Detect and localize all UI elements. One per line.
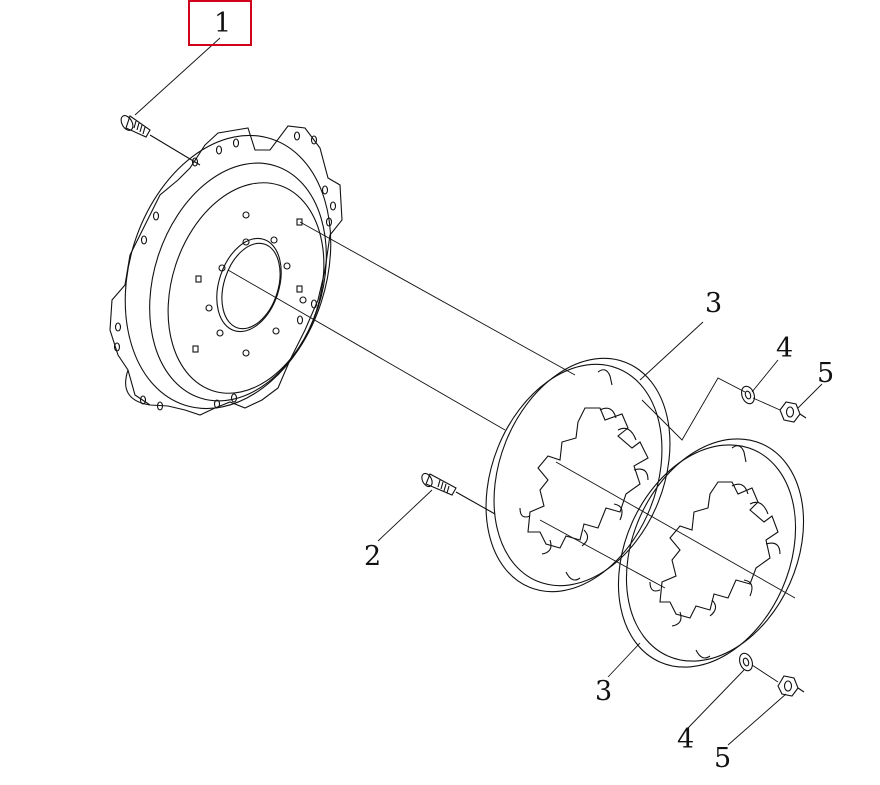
segment-ring-lower xyxy=(617,438,805,668)
bolt-part-1 xyxy=(120,115,151,138)
callout-5-lower: 5 xyxy=(714,743,732,774)
washer-part-4-lower xyxy=(739,652,753,672)
bolt-part-2 xyxy=(421,472,457,496)
nut-part-5-upper xyxy=(779,401,807,423)
bolt-2-axis-line xyxy=(455,491,496,515)
callout-1: 1 xyxy=(214,8,232,39)
hub-bolt-holes xyxy=(192,211,307,357)
leader-lines xyxy=(134,37,823,746)
sprocket-rim-plate xyxy=(109,125,343,416)
callout-2: 2 xyxy=(364,541,382,572)
callout-5-upper: 5 xyxy=(817,358,835,389)
callout-3-lower: 3 xyxy=(595,676,613,707)
assembly-lines xyxy=(227,221,796,683)
callout-3-upper: 3 xyxy=(705,288,723,319)
segment-ring-upper xyxy=(485,357,671,593)
rim-tooth-slots xyxy=(113,131,337,411)
nut-part-5-lower xyxy=(777,675,805,697)
callout-4-upper: 4 xyxy=(776,333,794,364)
highlight-box xyxy=(188,0,252,46)
washer-part-4-upper xyxy=(741,385,755,405)
callout-4-lower: 4 xyxy=(677,724,695,755)
bolt-1-axis-line xyxy=(149,134,201,166)
